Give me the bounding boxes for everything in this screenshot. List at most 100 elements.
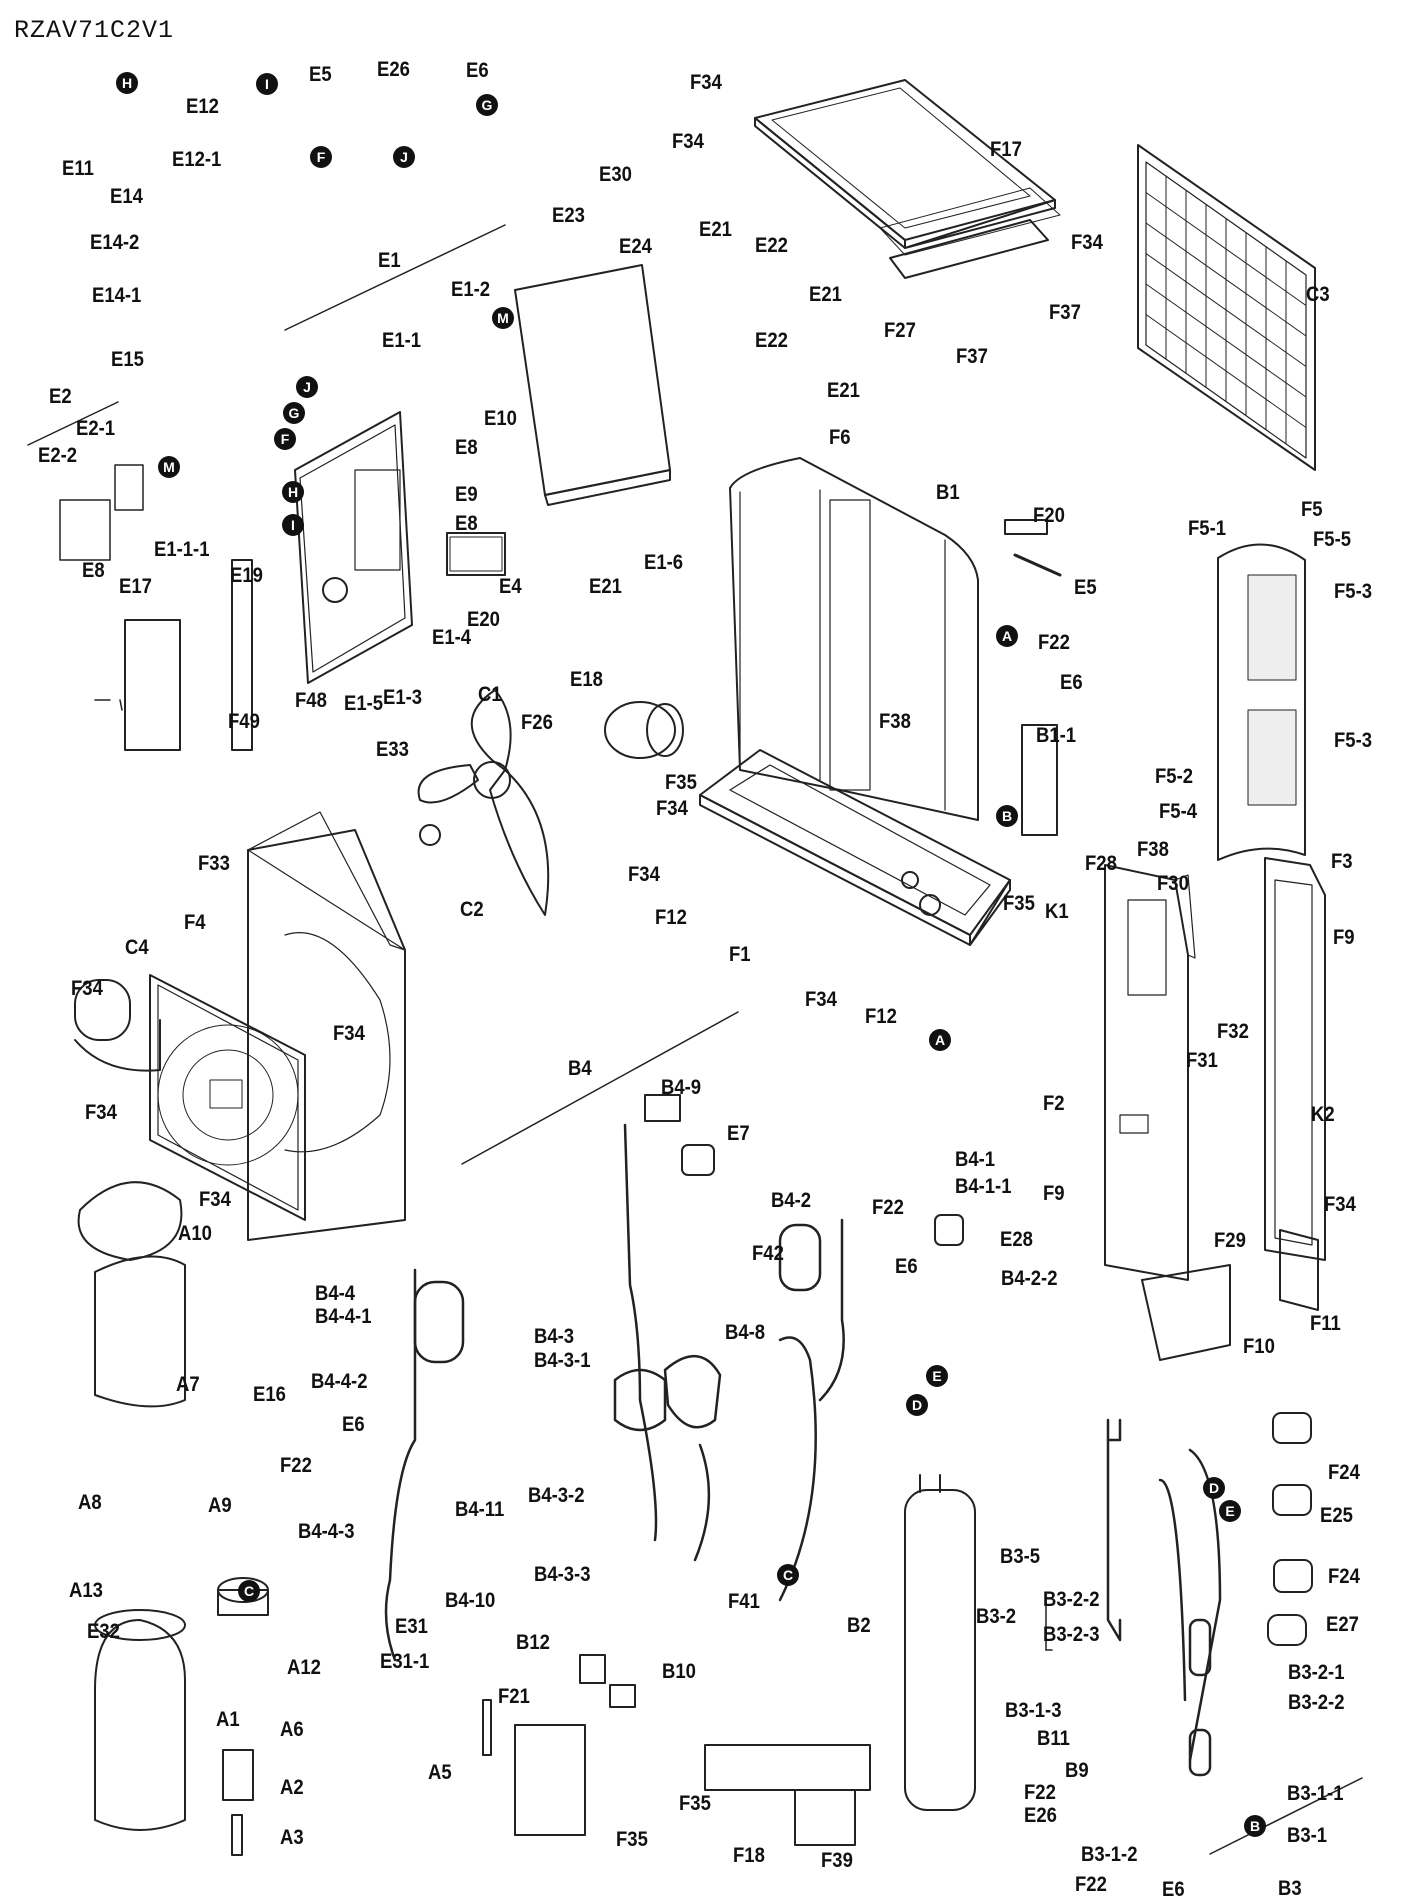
callout-label: E8 (455, 512, 478, 535)
callout-label: E23 (552, 204, 585, 227)
callout-label: F24 (1328, 1461, 1360, 1484)
callout-label: E31-1 (380, 1650, 430, 1673)
callout-label: F26 (521, 711, 553, 734)
callout-label: C1 (478, 683, 502, 706)
callout-label: E30 (599, 163, 632, 186)
callout-label: F34 (1324, 1193, 1356, 1216)
callout-label: E21 (589, 575, 622, 598)
callout-label: B4-3-3 (534, 1563, 591, 1586)
callout-label: E2 (49, 385, 72, 408)
callout-label: E33 (376, 738, 409, 761)
callout-label: B1 (936, 481, 960, 504)
callout-label: B3-1 (1287, 1824, 1328, 1847)
callout-label: F49 (228, 710, 260, 733)
callout-label: F11 (1310, 1312, 1341, 1335)
callout-label: F10 (1243, 1335, 1275, 1358)
callout-label: E20 (467, 608, 500, 631)
callout-label: B9 (1065, 1759, 1089, 1782)
callout-label: B3-2 (976, 1605, 1017, 1628)
callout-label: F34 (672, 130, 704, 153)
callout-label: F20 (1033, 504, 1065, 527)
callout-label: A6 (280, 1718, 304, 1741)
callout-label: F32 (1217, 1020, 1249, 1043)
callout-label: F34 (71, 977, 103, 1000)
callout-label: B3-1-3 (1005, 1699, 1062, 1722)
connection-marker: I (256, 73, 278, 95)
connection-marker: J (393, 146, 415, 168)
callout-label: A13 (69, 1579, 103, 1602)
callout-label: E5 (309, 63, 332, 86)
callout-label: F35 (1003, 892, 1035, 915)
callout-label: E26 (1024, 1804, 1057, 1827)
connection-marker: J (296, 376, 318, 398)
callout-label: B3-2-2 (1288, 1691, 1345, 1714)
callout-label: E21 (809, 283, 842, 306)
callout-label: E28 (1000, 1228, 1033, 1251)
callout-label: B3 (1278, 1877, 1302, 1900)
callout-label: A9 (208, 1494, 232, 1517)
callout-label: B11 (1037, 1727, 1070, 1750)
callout-label: F39 (821, 1849, 853, 1872)
callout-label: E12 (186, 95, 219, 118)
callout-label: E1-5 (344, 692, 384, 715)
callout-label: B4-4 (315, 1282, 356, 1305)
callout-label: E4 (499, 575, 522, 598)
connection-marker: H (282, 481, 304, 503)
callout-label: F21 (498, 1685, 530, 1708)
callout-label: A10 (178, 1222, 212, 1245)
connection-marker: F (274, 428, 296, 450)
connection-marker: I (282, 514, 304, 536)
callout-label: B3-2-2 (1043, 1588, 1100, 1611)
callout-label: F18 (733, 1844, 765, 1867)
callout-label: F5-3 (1334, 580, 1373, 603)
callout-label: E6 (1060, 671, 1083, 694)
callout-label: B3-1-2 (1081, 1843, 1138, 1866)
callout-label: C3 (1306, 283, 1330, 306)
connection-marker: A (929, 1029, 951, 1051)
callout-label: E10 (484, 407, 517, 430)
connection-marker: G (476, 94, 498, 116)
callout-label: E6 (466, 59, 489, 82)
connection-marker: D (906, 1394, 928, 1416)
callout-label: F5-2 (1155, 765, 1194, 788)
callout-label: F5-3 (1334, 729, 1373, 752)
callout-label: B1-1 (1036, 724, 1077, 747)
callout-label: F2 (1043, 1092, 1065, 1115)
callout-label: F31 (1186, 1049, 1218, 1072)
callout-label: F35 (616, 1828, 648, 1851)
callout-label: F12 (865, 1005, 897, 1028)
callout-label: B3-5 (1000, 1545, 1041, 1568)
callout-label: B4-9 (661, 1076, 702, 1099)
callout-label: B3-2-3 (1043, 1623, 1100, 1646)
callout-label: B4-4-3 (298, 1520, 355, 1543)
callout-label: E17 (119, 575, 152, 598)
callout-label: B4-10 (445, 1589, 496, 1612)
callout-label: F3 (1331, 850, 1353, 873)
connection-marker: E (1219, 1500, 1241, 1522)
callout-label: A8 (78, 1491, 102, 1514)
callout-label: B4-2-2 (1001, 1267, 1058, 1290)
callout-label: E14-2 (90, 231, 140, 254)
callout-label: F34 (690, 71, 722, 94)
callout-label: B3-2-1 (1288, 1661, 1345, 1684)
callout-label: F22 (1038, 631, 1070, 654)
callout-label: F29 (1214, 1229, 1246, 1252)
callout-label: E2-1 (76, 417, 116, 440)
callout-label: F5 (1301, 498, 1323, 521)
callout-label: B2 (847, 1614, 871, 1637)
callout-label: F9 (1043, 1182, 1065, 1205)
connection-marker: M (158, 456, 180, 478)
callout-label: E24 (619, 235, 652, 258)
callout-label: A12 (287, 1656, 321, 1679)
callout-label: B4-3-1 (534, 1349, 591, 1372)
callout-label: K2 (1311, 1103, 1335, 1126)
callout-label: E1-2 (451, 278, 491, 301)
callout-label: F34 (805, 988, 837, 1011)
callout-label: E1-4 (432, 626, 472, 649)
callout-label: B12 (516, 1631, 550, 1654)
connection-marker: D (1203, 1477, 1225, 1499)
callout-label: E22 (755, 234, 788, 257)
callout-label: A7 (176, 1373, 200, 1396)
callout-label: E22 (755, 329, 788, 352)
callout-label: F5-4 (1159, 800, 1198, 823)
